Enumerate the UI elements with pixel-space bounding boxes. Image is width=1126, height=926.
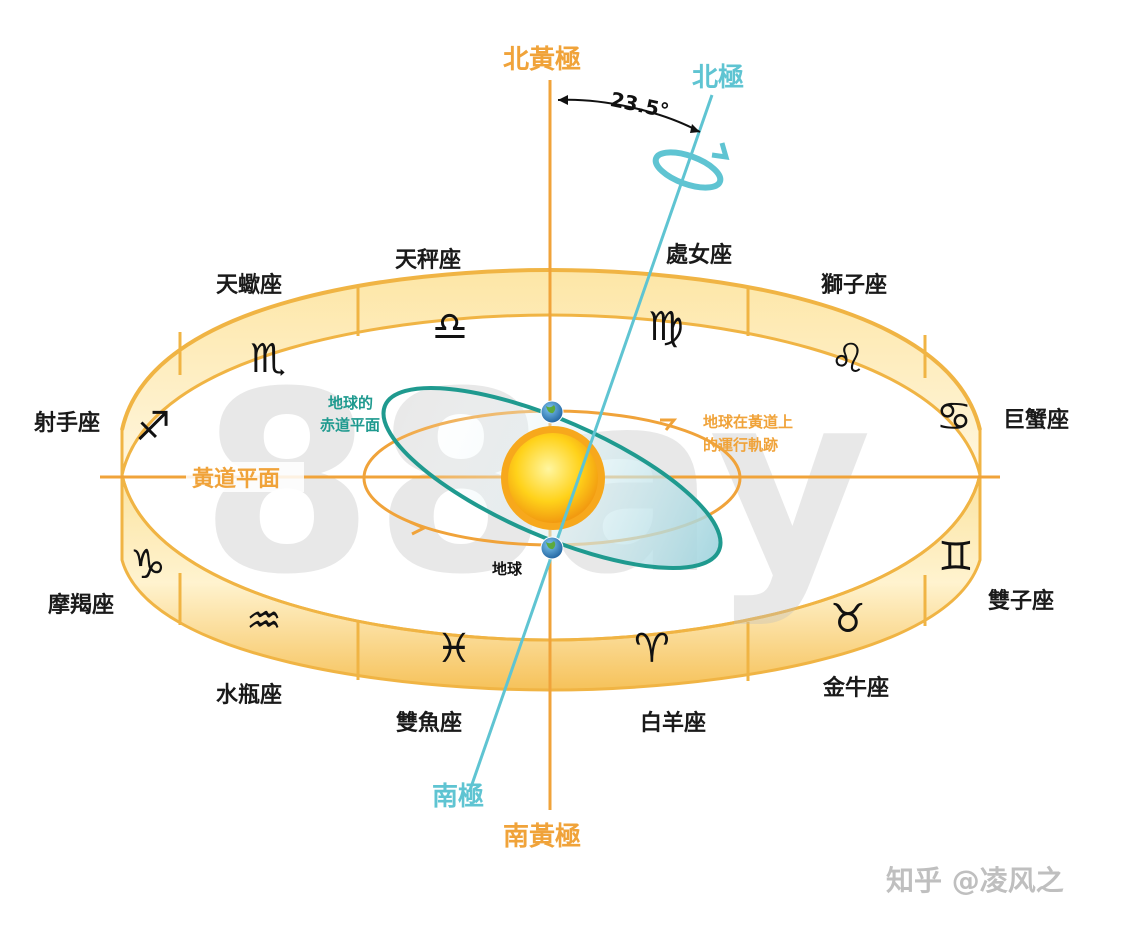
sagittarius-symbol: ♐ — [135, 404, 171, 450]
sagittarius-name: 射手座 — [33, 410, 100, 436]
orbit-label-line2: 的運行軌跡 — [703, 436, 778, 454]
south-ecliptic-pole-label: 南黃極 — [503, 822, 581, 852]
tilt-angle-arc — [557, 95, 701, 133]
leo-symbol: ♌ — [830, 336, 866, 382]
orbit-label-line1: 地球在黃道上 — [703, 413, 793, 431]
credit-watermark: 知乎 @凌风之 — [886, 864, 1064, 897]
taurus-symbol: ♉ — [830, 596, 866, 642]
scorpio-name: 天蠍座 — [216, 272, 282, 298]
libra-symbol: ♎ — [432, 304, 468, 350]
aquarius-name: 水瓶座 — [216, 682, 282, 708]
taurus-name: 金牛座 — [822, 675, 889, 701]
north-ecliptic-pole-label: 北黃極 — [503, 45, 581, 75]
rotation-arrow-icon — [652, 142, 730, 191]
south-pole-label: 南極 — [432, 782, 484, 812]
equator-plane-label-line1: 地球的 — [328, 394, 373, 412]
aries-name: 白羊座 — [640, 710, 706, 736]
pisces-symbol: ♓ — [436, 626, 472, 672]
virgo-symbol: ♍ — [648, 304, 684, 350]
capricorn-name: 摩羯座 — [48, 592, 114, 618]
north-pole-label: 北極 — [692, 63, 744, 93]
leo-name: 獅子座 — [821, 272, 887, 298]
equator-plane-label-line2: 赤道平面 — [320, 416, 380, 434]
earth-icon — [540, 400, 564, 424]
gemini-name: 雙子座 — [988, 588, 1054, 614]
earth-label: 地球 — [492, 560, 523, 578]
gemini-symbol: ♊ — [938, 534, 974, 580]
tilt-angle-label: 23.5° — [608, 87, 671, 123]
scorpio-symbol: ♏ — [250, 336, 286, 382]
orbit-arrow-icon — [409, 520, 428, 536]
ecliptic-plane-label: 黃道平面 — [192, 466, 280, 492]
earth-icon — [540, 536, 564, 560]
orbit-arrow-icon — [660, 418, 678, 431]
libra-name: 天秤座 — [395, 247, 461, 273]
capricorn-symbol: ♑ — [130, 542, 166, 588]
pisces-name: 雙魚座 — [396, 710, 462, 736]
cancer-name: 巨蟹座 — [1003, 407, 1069, 433]
virgo-name: 處女座 — [666, 242, 732, 268]
sun-icon — [501, 426, 605, 530]
earth-axis — [468, 94, 714, 791]
cancer-symbol: ♋ — [936, 394, 972, 440]
aquarius-symbol: ♒ — [246, 598, 282, 644]
aries-symbol: ♈ — [634, 626, 670, 672]
